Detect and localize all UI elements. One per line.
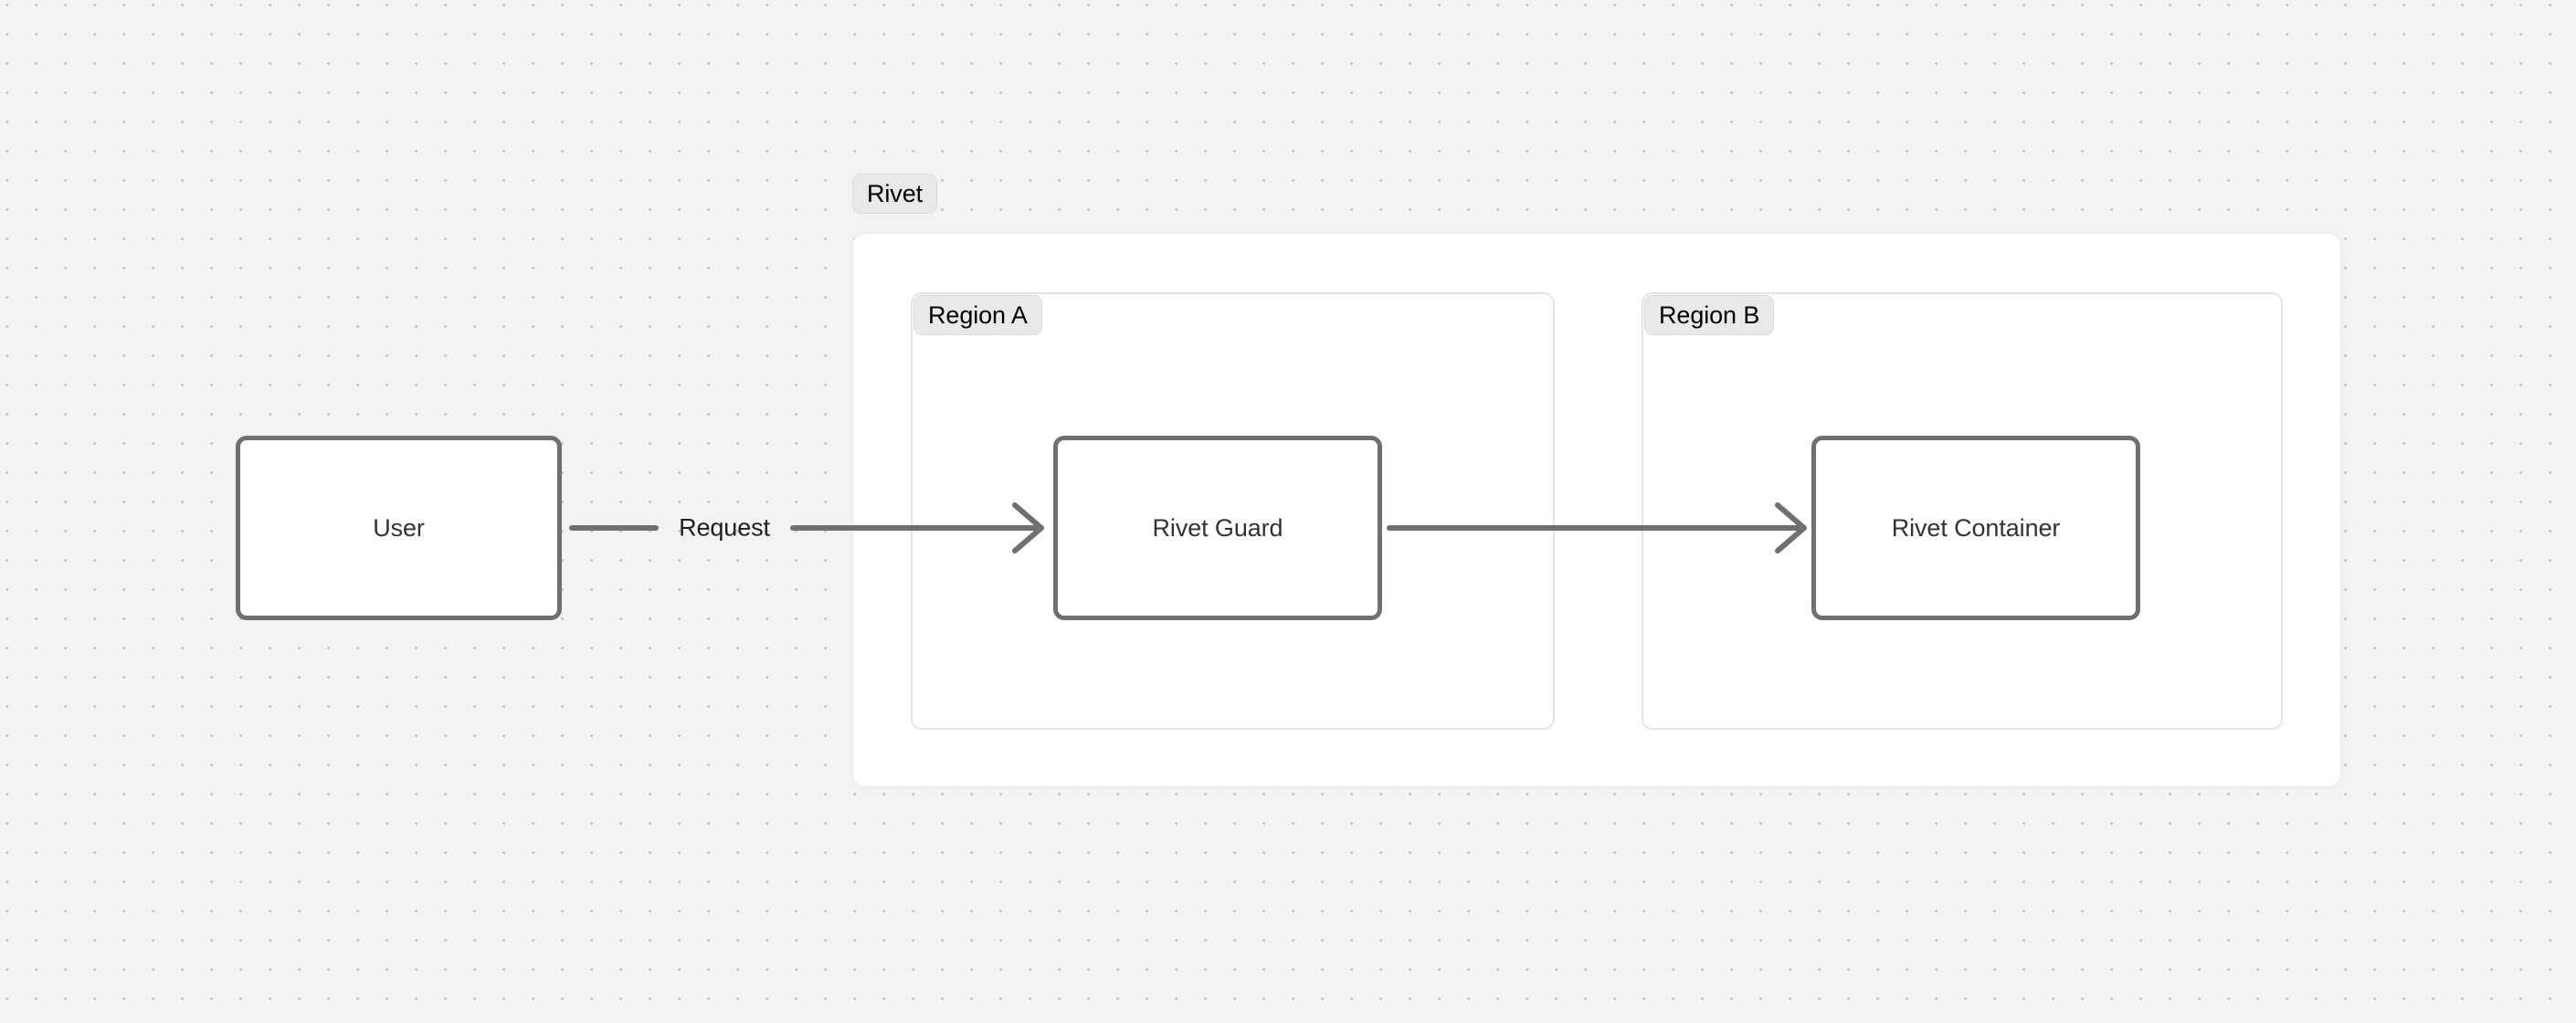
node-rivet-container-label: Rivet Container — [1891, 513, 2061, 542]
node-rivet-guard-label: Rivet Guard — [1152, 513, 1283, 542]
node-rivet-container[interactable]: Rivet Container — [1811, 436, 2140, 620]
group-label-region-a-text: Region A — [928, 301, 1028, 329]
node-user-label: User — [373, 513, 425, 542]
group-label-rivet[interactable]: Rivet — [852, 174, 938, 214]
group-label-rivet-text: Rivet — [867, 179, 924, 207]
group-label-region-b[interactable]: Region B — [1644, 295, 1775, 335]
node-rivet-guard[interactable]: Rivet Guard — [1053, 436, 1382, 620]
node-user[interactable]: User — [236, 436, 562, 620]
group-label-region-b-text: Region B — [1659, 301, 1760, 329]
edge-label-request: Request — [673, 514, 776, 543]
edge-label-request-text: Request — [679, 513, 770, 542]
group-label-region-a[interactable]: Region A — [913, 295, 1042, 335]
